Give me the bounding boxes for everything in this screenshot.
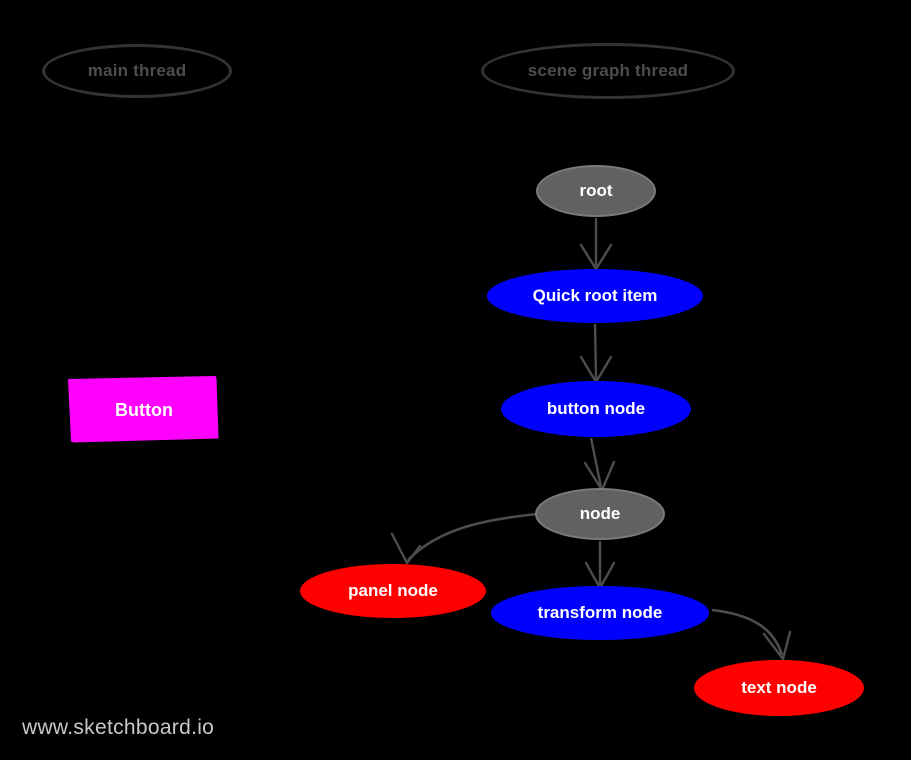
node-button-node-label: button node [546, 399, 646, 419]
node-root-label: root [579, 181, 613, 201]
node-quick-root-item-label: Quick root item [532, 286, 658, 306]
edge-root-to-quick-root-item [579, 218, 613, 271]
lane-main-thread-label: main thread [87, 61, 187, 81]
edge-quick-root-item-to-button-node [579, 323, 613, 384]
edge-node-to-panel-node [390, 512, 538, 565]
node-quick-root-item[interactable]: Quick root item [487, 269, 703, 323]
node-panel-node[interactable]: panel node [300, 564, 486, 618]
edge-transform-node-to-text-node [711, 608, 792, 661]
node-node[interactable]: node [535, 488, 665, 540]
node-button-label: Button [115, 399, 173, 420]
node-button[interactable]: Button [62, 372, 226, 448]
watermark-sketchboard: www.sketchboard.io [22, 716, 215, 739]
sketch-rect-shape [68, 376, 219, 443]
lane-scene-graph-thread-label: scene graph thread [527, 61, 689, 81]
node-text-node-label: text node [741, 678, 817, 698]
edge-button-node-to-node [583, 437, 616, 492]
node-transform-node[interactable]: transform node [491, 586, 709, 640]
node-panel-node-label: panel node [348, 581, 438, 601]
lane-main-thread[interactable]: main thread [42, 44, 232, 98]
node-node-label: node [579, 504, 621, 524]
edge-node-to-transform-node [584, 541, 616, 590]
node-text-node[interactable]: text node [694, 660, 864, 716]
node-button-node[interactable]: button node [501, 381, 691, 437]
node-root[interactable]: root [536, 165, 656, 217]
lane-scene-graph-thread[interactable]: scene graph thread [481, 43, 735, 99]
node-transform-node-label: transform node [537, 603, 663, 623]
